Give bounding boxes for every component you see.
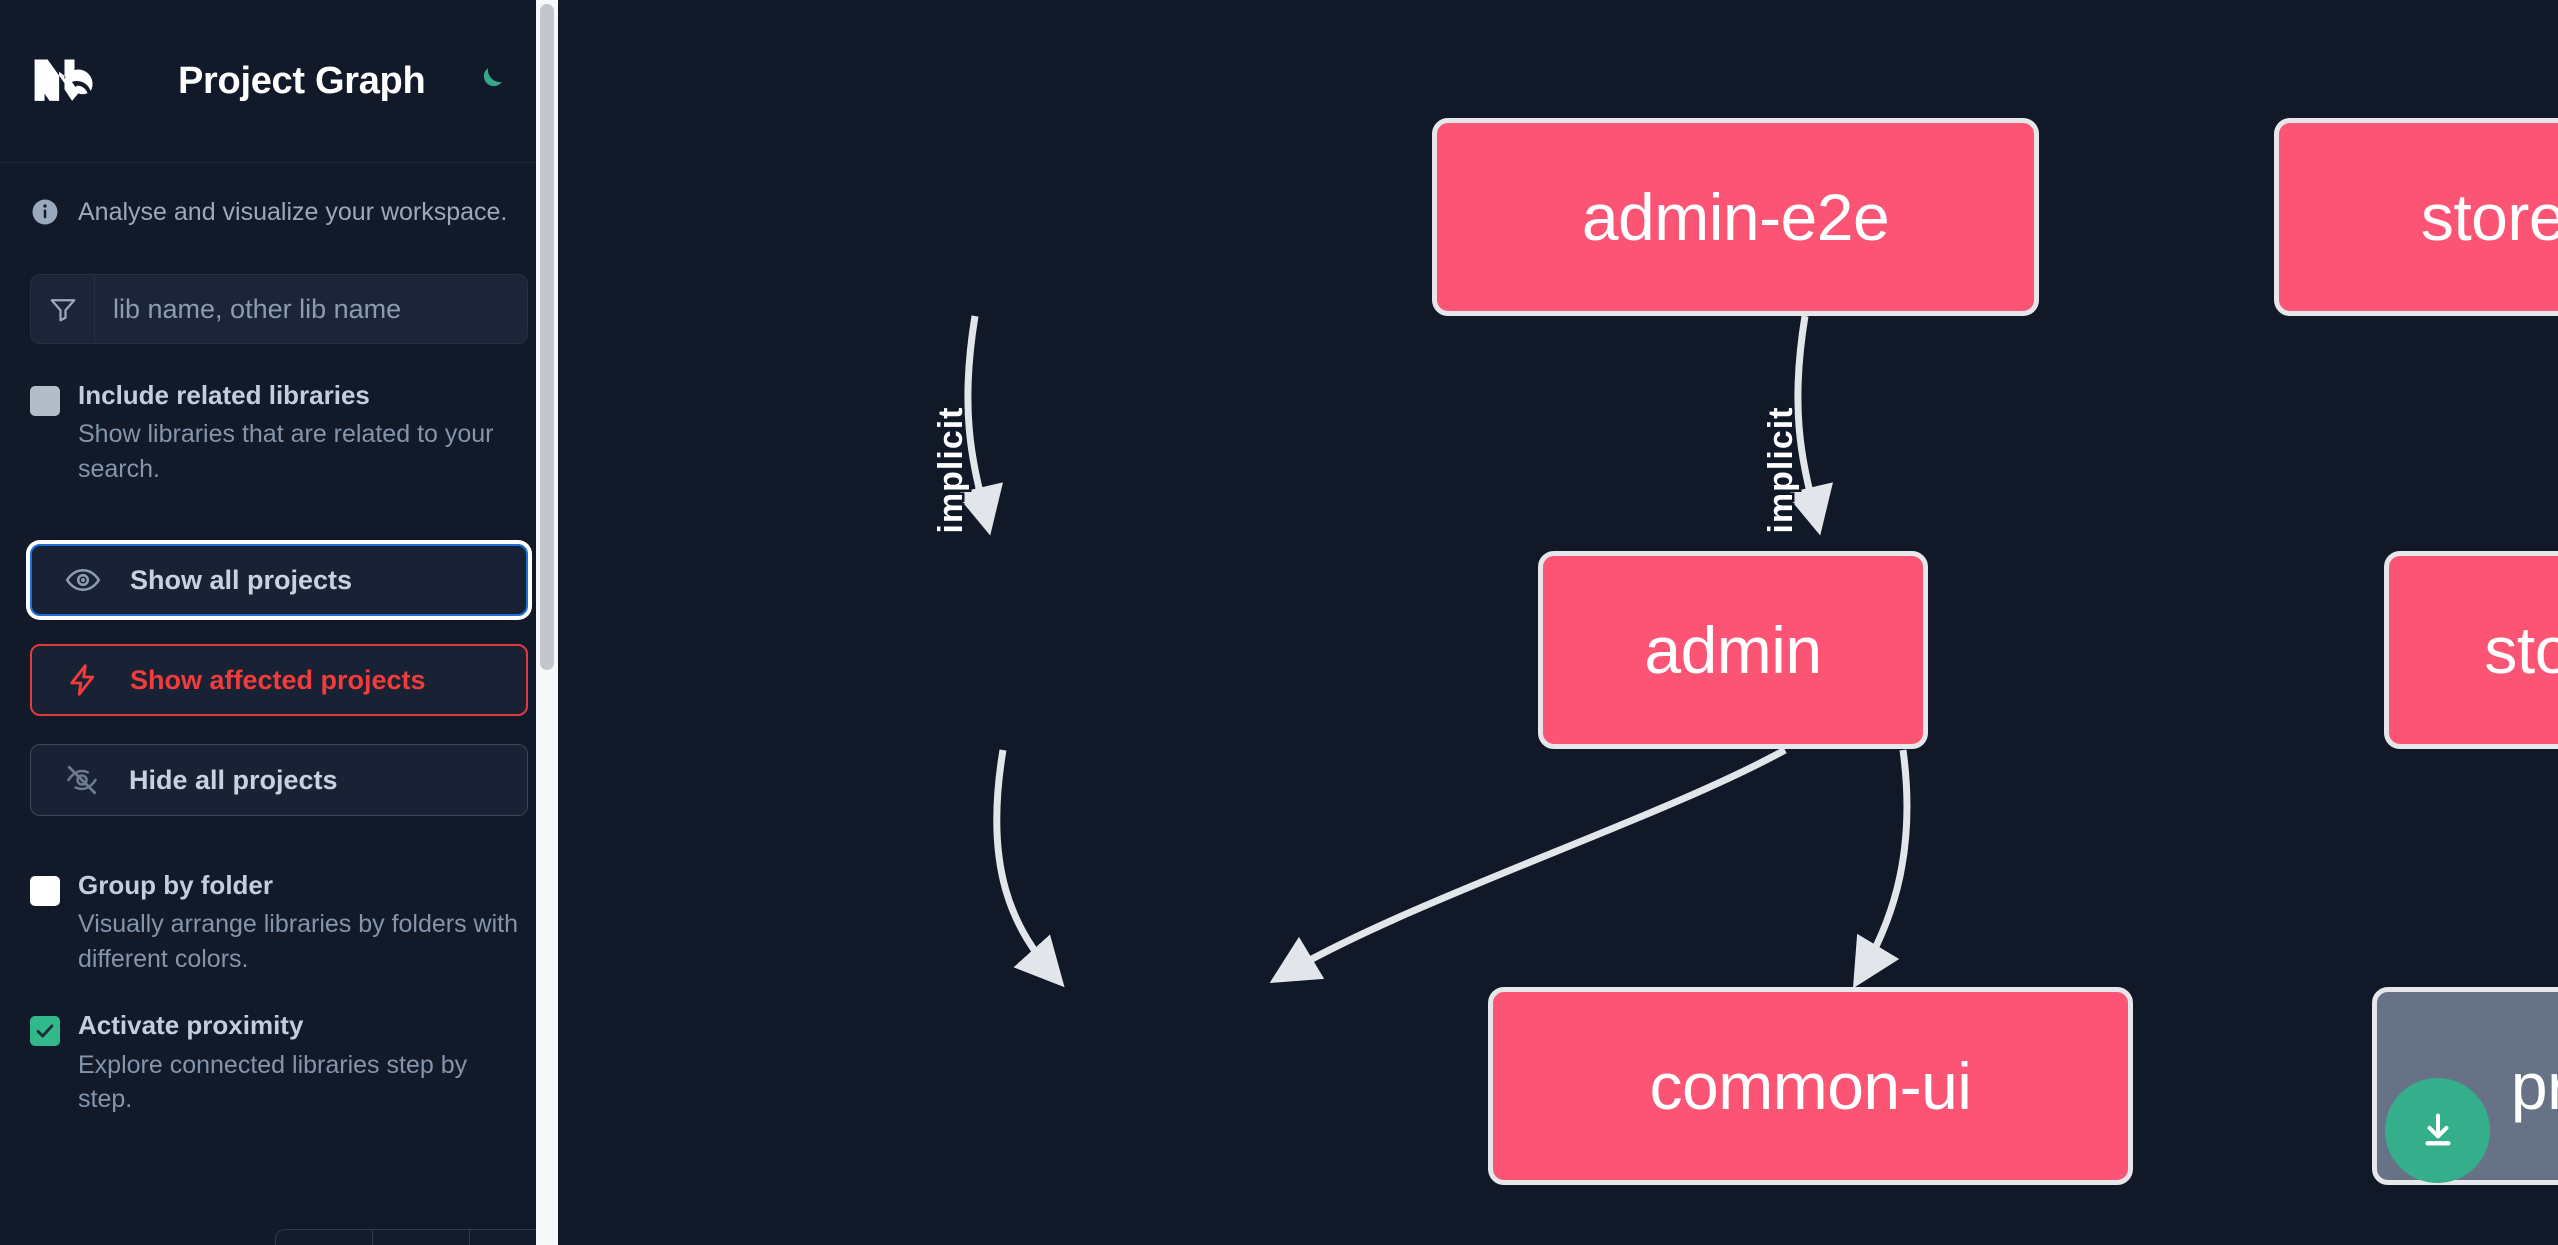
proximity-step-control[interactable]	[275, 1229, 558, 1245]
option-title: Group by folder	[78, 870, 273, 901]
sidebar-header: Project Graph	[0, 0, 558, 163]
download-image-button[interactable]	[2385, 1078, 2490, 1183]
include-related-libraries-checkbox[interactable]	[30, 386, 60, 416]
lightning-icon	[64, 661, 102, 699]
eye-off-icon	[63, 761, 101, 799]
segment-divider	[469, 1230, 470, 1245]
edge-label-implicit: implicit	[1762, 406, 1800, 533]
option-title: Activate proximity	[78, 1010, 304, 1041]
option-title: Include related libraries	[78, 380, 370, 410]
graph-node-store[interactable]: store	[2384, 551, 2558, 749]
activate-proximity-checkbox[interactable]	[30, 1016, 60, 1047]
search-input[interactable]	[95, 275, 527, 343]
hide-all-projects-label: Hide all projects	[129, 764, 338, 795]
graph-node-store-e2e[interactable]: store-e2e	[2274, 118, 2558, 316]
option-description: Explore connected libraries step by step…	[78, 1050, 468, 1114]
nx-logo-icon	[30, 50, 122, 112]
option-description: Show libraries that are related to your …	[78, 420, 494, 483]
edge-store-e2e-to-store	[1785, 315, 1833, 536]
graph-node-admin-e2e[interactable]: admin-e2e	[1432, 118, 2039, 316]
info-icon	[30, 197, 60, 227]
segment-divider	[372, 1230, 373, 1245]
node-label: common-ui	[1649, 1049, 1972, 1123]
show-all-projects-label: Show all projects	[130, 564, 353, 595]
page-title: Project Graph	[178, 59, 426, 102]
search-field[interactable]	[30, 274, 528, 344]
hide-all-projects-button[interactable]: Hide all projects	[30, 744, 528, 817]
show-affected-projects-label: Show affected projects	[130, 664, 426, 695]
workspace-info: Analyse and visualize your workspace.	[0, 163, 558, 227]
node-label: store-e2e	[2420, 180, 2558, 254]
sidebar-scrollbar-thumb[interactable]	[540, 4, 554, 670]
node-label: store	[2484, 613, 2558, 687]
node-label: admin	[1644, 613, 1822, 687]
option-description: Visually arrange libraries by folders wi…	[78, 910, 519, 973]
node-label: admin-e2e	[1581, 180, 1890, 254]
graph-node-common-ui[interactable]: common-ui	[1488, 987, 2133, 1185]
graph-canvas[interactable]: implicit implicit admin-e2e store-e2e ad…	[558, 0, 2558, 1245]
edge-store-to-common-ui	[1269, 746, 1787, 984]
sidebar: Project Graph Analyse and visualize your…	[0, 0, 558, 1245]
graph-node-admin[interactable]: admin	[1538, 551, 1928, 749]
group-by-folder-checkbox[interactable]	[30, 876, 60, 907]
edge-admin-e2e-to-admin	[955, 315, 1003, 536]
eye-icon	[64, 561, 102, 599]
download-icon	[2424, 1113, 2451, 1145]
sidebar-scrollbar[interactable]	[536, 0, 558, 1245]
moon-icon[interactable]	[467, 59, 511, 103]
edge-label-implicit: implicit	[932, 406, 970, 533]
show-all-projects-button[interactable]: Show all projects	[30, 544, 528, 617]
option-include-related-libraries[interactable]: Include related libraries Show libraries…	[0, 344, 558, 486]
graph-edges: implicit implicit	[930, 315, 1911, 989]
option-group-by-folder[interactable]: Group by folder Visually arrange librari…	[0, 816, 558, 976]
edge-admin-to-common-ui	[993, 749, 1065, 988]
edge-store-to-products	[1852, 749, 1911, 989]
option-activate-proximity[interactable]: Activate proximity Explore connected lib…	[0, 976, 558, 1116]
node-label: products	[2510, 1049, 2558, 1123]
show-affected-projects-button[interactable]: Show affected projects	[30, 644, 528, 717]
workspace-info-text: Analyse and visualize your workspace.	[78, 197, 508, 226]
filter-icon	[31, 275, 95, 343]
